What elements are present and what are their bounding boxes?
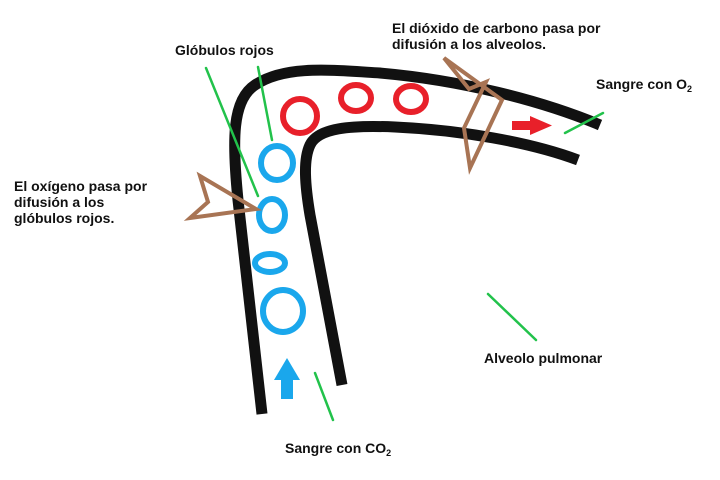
label-co2-diffusion: El dióxido de carbono pasa por difusión … <box>392 20 600 52</box>
blue-blood-cells <box>252 143 306 335</box>
label-o2-diffusion-line2: difusión a los <box>14 194 105 210</box>
label-sangre-o2-text: Sangre con O <box>596 76 688 92</box>
leader-line <box>204 66 260 198</box>
blue-blood-cell <box>258 143 296 183</box>
label-sangre-o2-subscript: 2 <box>687 84 693 94</box>
red-blood-cell <box>280 96 320 136</box>
red-blood-cells <box>280 82 429 136</box>
label-co2-diffusion-line2: difusión a los alveolos. <box>392 36 547 52</box>
leader-line <box>563 111 605 135</box>
diffusion-arrow-o2-icon <box>183 171 262 221</box>
label-globulos-rojos: Glóbulos rojos <box>175 42 274 58</box>
leader-line <box>313 371 335 422</box>
red-blood-cell <box>338 82 374 114</box>
leader-line <box>256 65 274 142</box>
label-sangre-o2: Sangre con O2 <box>596 76 693 94</box>
vessel-inner-wall <box>299 120 580 387</box>
flow-arrow-in <box>274 358 300 399</box>
blue-blood-cell <box>256 196 288 234</box>
label-sangre-co2: Sangre con CO2 <box>285 440 392 458</box>
flow-arrow-out <box>512 116 552 135</box>
label-co2-diffusion-line1: El dióxido de carbono pasa por <box>392 20 601 36</box>
blue-blood-cell <box>260 287 306 335</box>
leader-line <box>486 292 538 342</box>
diffusion-arrow-co2-icon <box>442 56 505 175</box>
label-sangre-co2-subscript: 2 <box>386 448 392 458</box>
label-sangre-co2-text: Sangre con CO <box>285 440 387 456</box>
label-o2-diffusion-line1: El oxígeno pasa por <box>14 178 148 194</box>
label-alveolo-pulmonar: Alveolo pulmonar <box>484 350 603 366</box>
vessel-outer-wall <box>229 64 603 415</box>
label-o2-diffusion: El oxígeno pasa por difusión a los glóbu… <box>14 178 147 226</box>
red-blood-cell <box>393 83 429 115</box>
blue-blood-cell <box>252 251 288 275</box>
leader-lines <box>204 65 605 422</box>
label-o2-diffusion-line3: glóbulos rojos. <box>14 210 115 226</box>
